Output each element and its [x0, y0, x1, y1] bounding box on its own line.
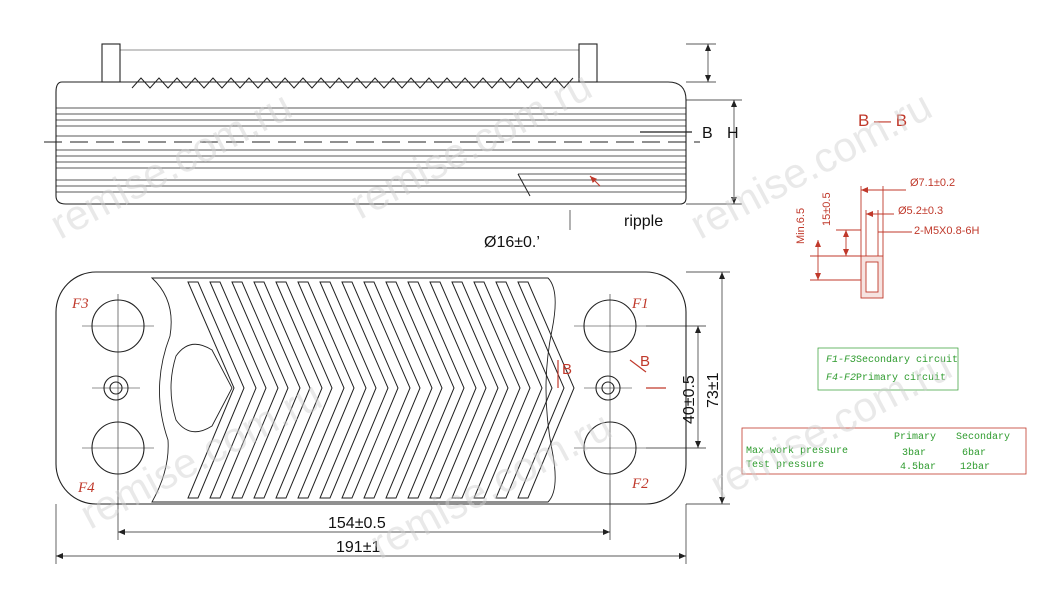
chevron-strip	[231, 281, 289, 499]
chevron-strip	[451, 281, 509, 499]
chevron-strip	[495, 281, 553, 499]
bore-diameter-label: Ø5.2±0.3	[898, 205, 943, 217]
chevron-strip	[363, 281, 421, 499]
port-label-f3: F3	[71, 296, 89, 312]
watermark: remise.com.ru	[42, 82, 299, 248]
stud-left	[101, 43, 121, 83]
spec-table: Primary Secondary Max work pressure 3bar…	[741, 427, 1027, 475]
circuit-legend: F1-F3 Secondary circuit F4-F2 Primary ci…	[817, 347, 959, 391]
min-length-label: Min.6.5	[795, 208, 807, 244]
watermark: remise.com.ru	[72, 372, 329, 538]
port-label-f2: F2	[631, 476, 649, 492]
side-view	[44, 43, 742, 230]
section-marker-b-left: B	[562, 361, 572, 378]
height-marker-h: H	[727, 125, 739, 142]
depth-label: 15±0.5	[821, 192, 833, 226]
watermark: remise.com.ru	[342, 62, 599, 228]
spec-cell: 4.5bar	[900, 461, 936, 473]
watermark: remise.com.ru	[362, 402, 619, 568]
spec-cell: 6bar	[962, 447, 986, 459]
spec-row-label: Max work pressure	[746, 445, 848, 457]
plate-ridge	[131, 77, 574, 89]
legend-secondary-label: Secondary circuit	[856, 354, 958, 366]
section-detail	[810, 186, 912, 299]
section-title: B — B	[858, 111, 907, 130]
chevron-strip	[341, 281, 399, 499]
plate-lines	[56, 107, 686, 193]
chevron-strip	[385, 281, 443, 499]
plate-height-label: 73±1	[705, 372, 722, 408]
section-marker-b-right: B	[640, 353, 650, 370]
spec-cell: 3bar	[902, 447, 926, 459]
watermark: remise.com.ru	[682, 82, 939, 248]
chevron-strip	[429, 281, 487, 499]
port-spacing-v-label: 40±0.5	[681, 375, 698, 424]
chevron-strip	[407, 281, 465, 499]
legend-primary-label: Primary circuit	[856, 372, 946, 384]
legend-primary-key: F4-F2	[826, 373, 856, 384]
ripple-callout: ripple	[624, 213, 663, 230]
legend-secondary-key: F1-F3	[826, 355, 856, 366]
thread-label: 2-M5X0.8-6H	[914, 225, 979, 237]
plate-outline	[55, 271, 687, 505]
section-marker-b: B	[702, 125, 713, 142]
inner-diameter-label: Ø7.1±0.2	[910, 177, 955, 189]
spec-row-label: Test pressure	[746, 460, 824, 471]
watermark: remise.com.ru	[702, 342, 959, 508]
stud-right	[578, 43, 598, 83]
chevron-strip	[253, 281, 311, 499]
spec-header-secondary: Secondary	[956, 431, 1010, 443]
port-spacing-h-label: 154±0.5	[328, 515, 386, 532]
watermarks: remise.com.ru remise.com.ru remise.com.r…	[42, 62, 959, 568]
spec-cell: 12bar	[960, 461, 990, 473]
port-label-f1: F1	[631, 296, 649, 312]
chevron-strip	[209, 281, 267, 499]
port-label-f4: F4	[77, 480, 95, 496]
spec-header-primary: Primary	[894, 431, 936, 443]
chevron-strip	[517, 281, 575, 499]
chevron-strip	[297, 281, 355, 499]
chevron-strip	[187, 281, 245, 499]
plate-length-label: 191±1	[336, 539, 380, 556]
chevron-strip	[473, 281, 531, 499]
chevron-strip	[275, 281, 333, 499]
front-view	[55, 271, 730, 564]
chevron-strip	[319, 281, 377, 499]
chevron-pattern	[187, 281, 575, 499]
port-diameter-label: Ø16±0.’	[484, 234, 540, 251]
